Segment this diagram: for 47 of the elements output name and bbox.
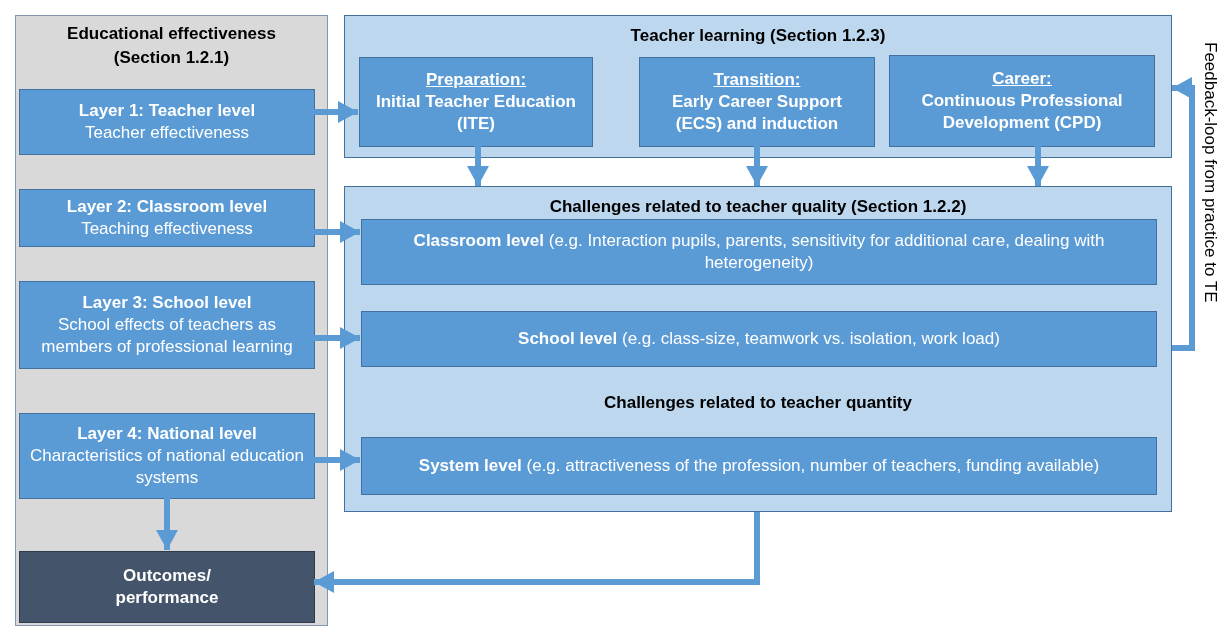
arrow — [1027, 146, 1049, 186]
box-heading: Layer 1: Teacher level — [78, 100, 256, 122]
box-heading: Layer 2: Classroom level — [66, 196, 268, 218]
box-heading: Outcomes/ performance — [114, 565, 220, 609]
box-text: School level (e.g. class-size, teamwork vs. isolation, work load) — [517, 328, 1001, 350]
arrow — [746, 146, 768, 186]
box-text: Classroom level (e.g. Interaction pupils, parents, sensitivity for additional care, dealing with heterogeneity) — [412, 230, 1106, 274]
group-panel — [344, 186, 1172, 512]
process-box — [359, 57, 593, 147]
box-text: Continuous Professional Development (CPD) — [920, 90, 1124, 134]
arrow — [314, 101, 358, 123]
process-box — [361, 219, 1157, 285]
box-heading: Transition: — [713, 69, 801, 91]
group-panel — [15, 15, 328, 626]
process-box — [19, 189, 315, 247]
arrow — [156, 498, 178, 550]
box-text: Initial Teacher Education (ITE) — [375, 91, 577, 135]
process-box — [19, 89, 315, 155]
process-box — [19, 413, 315, 499]
box-text: Teacher effectiveness — [84, 122, 250, 144]
process-box — [19, 281, 315, 369]
process-box — [361, 437, 1157, 495]
group-panel — [344, 15, 1172, 158]
arrow — [314, 221, 360, 243]
edge-label: Feedback-loop from practice to TE — [1200, 42, 1220, 303]
outcome-box — [19, 551, 315, 623]
arrow — [314, 449, 360, 471]
box-heading: Layer 4: National level — [77, 423, 257, 445]
group-title: Challenges related to teacher quantity — [603, 393, 913, 413]
group-title: Challenges related to teacher quality (Section 1.2.2) — [548, 197, 968, 217]
box-text: Early Career Support (ECS) and induction — [670, 91, 844, 135]
box-heading: Preparation: — [425, 69, 527, 91]
box-heading: Layer 3: School level — [82, 292, 252, 314]
box-text: Teaching effectiveness — [81, 218, 253, 240]
box-text: School effects of teachers as members of professional learning — [40, 314, 294, 358]
box-text: System level (e.g. attractiveness of the profession, number of teachers, funding available) — [417, 455, 1101, 477]
box-heading: Career: — [992, 68, 1052, 90]
arrow — [1172, 77, 1195, 351]
process-box — [639, 57, 875, 147]
box-text: Characteristics of national education systems — [28, 445, 305, 489]
process-box — [361, 311, 1157, 367]
process-box — [889, 55, 1155, 147]
group-title: Teacher learning (Section 1.2.3) — [629, 26, 887, 46]
group-title: Educational effectiveness (Section 1.2.1) — [66, 23, 277, 69]
arrow — [467, 146, 489, 186]
arrow — [314, 512, 760, 593]
arrow — [314, 327, 360, 349]
